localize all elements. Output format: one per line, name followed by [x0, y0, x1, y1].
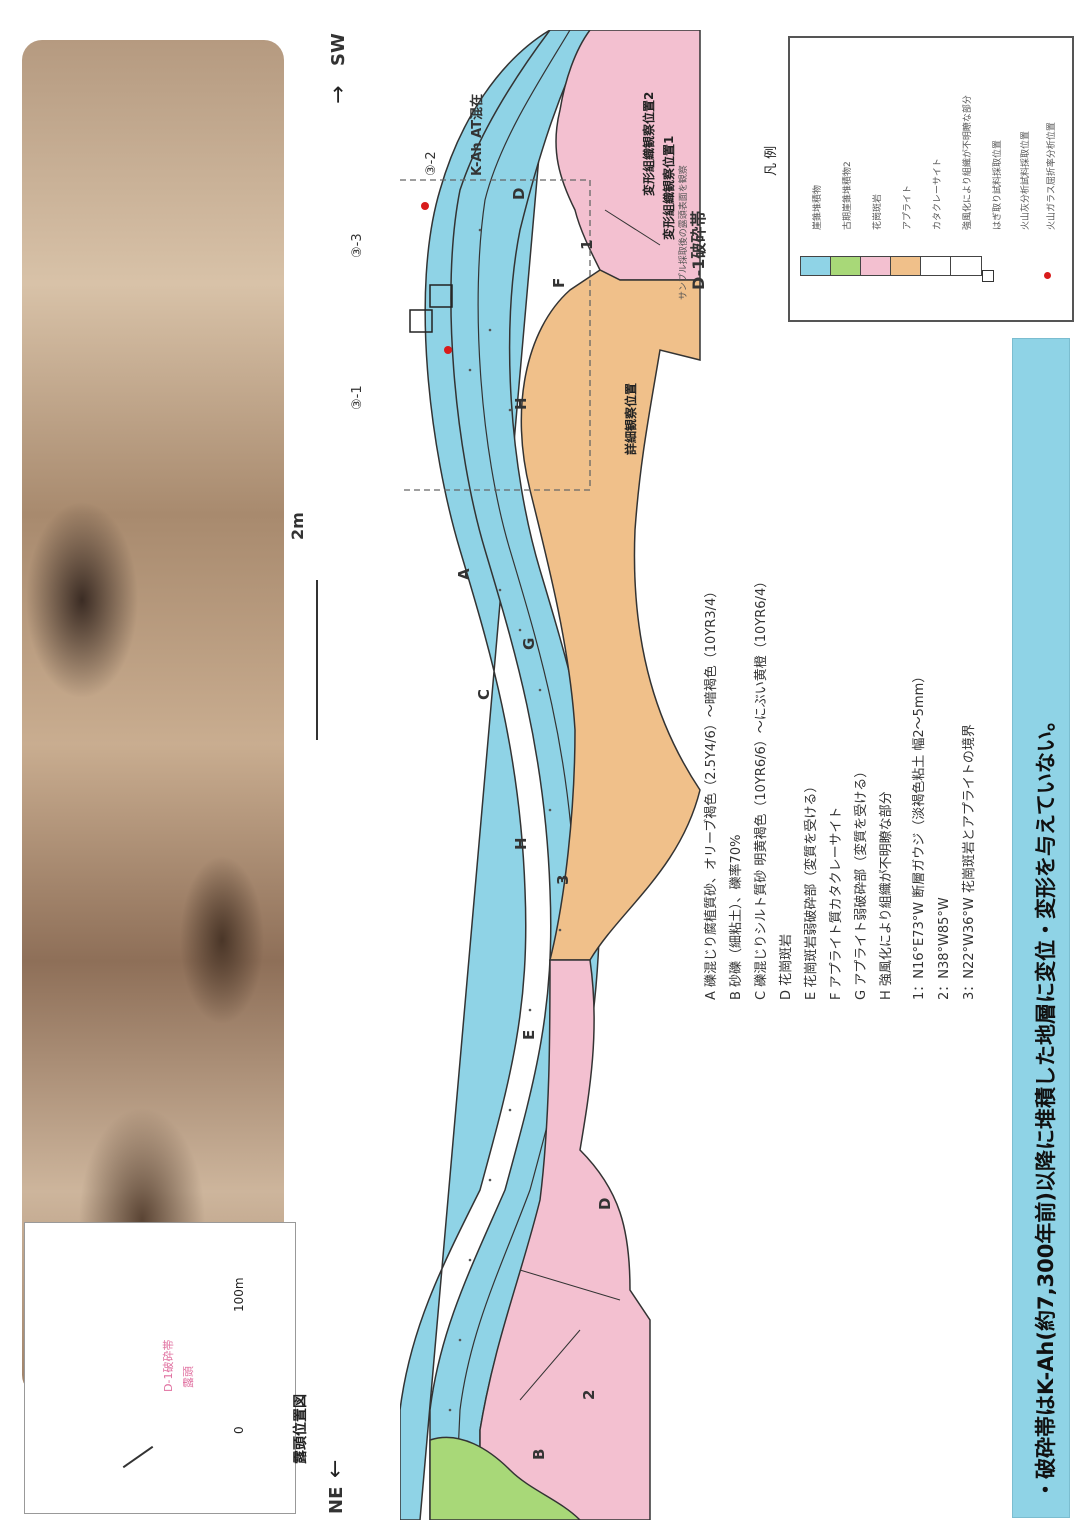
location-scale-end: 100m: [232, 1277, 246, 1312]
direction-ne-label: NE: [326, 1487, 347, 1514]
section-3-2-label: ③-2: [424, 151, 439, 176]
legend-title: 凡 例: [760, 146, 779, 176]
observation-1-note: サンプル採取後の露頭表面を観察: [676, 165, 689, 300]
legend-symbol-1: はぎ取り試料採取位置: [990, 140, 1003, 230]
legend-swatch-weathered: [950, 256, 982, 276]
unit-c-label: C: [475, 689, 493, 700]
sample-point-2: [421, 202, 429, 210]
legend-label-granite: 花崗斑岩: [870, 194, 883, 230]
fault-1-label: 1: [578, 240, 596, 250]
legend-swatch-talus: [800, 256, 832, 276]
legend-symbol-3: 火山ガラス屈折率分析位置: [1044, 122, 1057, 230]
location-map-title: 露頭位置図: [290, 1394, 310, 1464]
unit-h-label-lower: H: [512, 837, 530, 850]
description-b: B 砂礫（細粘土）、礫率70%: [725, 835, 744, 1000]
unit-b-label: B: [530, 1449, 548, 1460]
section-3-3-label: ③-3: [350, 233, 365, 258]
description-fault-1: 1：N16°E73°W 断層ガウジ（淡褐色粘土 幅2～5mm）: [908, 670, 927, 1000]
description-fault-3: 3：N22°W36°W 花崗斑岩とアプライトの境界: [958, 724, 977, 1000]
observation-1-label: 変形組織観察位置1: [660, 136, 677, 240]
legend-swatch-aplite: [890, 256, 922, 276]
description-e: E 花崗斑岩弱破砕部（変質を受ける）: [800, 780, 819, 1000]
unit-a-label: A: [455, 568, 473, 580]
description-d: D 花崗斑岩: [775, 934, 794, 1000]
legend-symbol-2: 火山灰分析試料採取位置: [1018, 131, 1031, 230]
description-a: A 礫混じり腐植質砂、オリーブ褐色（2.5Y4/6）～暗褐色（10YR3/4）: [700, 585, 719, 1000]
legend-label-talus: 崖錐堆積物: [810, 185, 823, 230]
description-f: F アプライト質カタクレーサイト: [825, 807, 844, 1000]
location-scale-zero: 0: [232, 1426, 246, 1434]
legend-swatch-old-talus: [830, 256, 862, 276]
legend-swatch-granite: [860, 256, 892, 276]
detail-observation-label: 詳細観察位置: [622, 383, 639, 455]
unit-e-label: E: [520, 1030, 538, 1040]
legend-label-cataclasite: カタクレーサイト: [930, 158, 943, 230]
legend-label-old-talus: 古期崖錐堆積物2: [840, 161, 853, 230]
unit-d-label-upper: D: [510, 188, 528, 200]
legend-swatch-cataclasite: [920, 256, 952, 276]
legend-label-aplite: アプライト: [900, 185, 913, 230]
fault-2-label: 2: [580, 1390, 598, 1400]
arrow-left-icon: ←: [323, 1460, 348, 1478]
scale-bar: [316, 580, 332, 740]
unit-f-label: F: [550, 278, 568, 288]
conclusion-text: ・破砕帯はK-Ah(約7,300年前)以降に堆積した地層に変位・変形を与えていな…: [1030, 710, 1060, 1500]
location-site-label: D-1破砕帯: [160, 1340, 176, 1392]
description-g: G アプライト弱破砕部（変質を受ける）: [850, 765, 869, 1000]
observation-2-label: 変形組織観察位置2: [640, 92, 657, 196]
unit-h-label-upper: H: [512, 397, 530, 410]
description-h: H 強風化により組織が不明瞭な部分: [875, 791, 894, 1000]
fault-3-label: 3: [554, 875, 572, 885]
legend-label-weathered: 強風化により組織が不明瞭な部分: [960, 95, 973, 230]
description-fault-2: 2：N38°W85°W: [933, 897, 952, 1000]
arrow-right-icon: →: [326, 86, 351, 104]
section-3-1-label: ③-1: [350, 385, 365, 410]
scale-bar-label: 2m: [288, 512, 307, 540]
legend-square-icon: [982, 270, 994, 282]
sample-point-1: [444, 346, 452, 354]
kah-at-label: K-Ah AT混在: [466, 94, 485, 176]
legend-red-dot-icon: [1044, 272, 1051, 279]
description-c: C 礫混じりシルト質砂 明黄褐色（10YR6/6）～にぶい黄橙（10YR6/4）: [750, 575, 769, 1000]
unit-d-label-lower: D: [596, 1198, 614, 1210]
outcrop-photo: [22, 40, 284, 1395]
unit-g-label: G: [520, 638, 538, 650]
location-site-label-2: 露頭: [180, 1366, 196, 1388]
direction-sw-label: SW: [328, 33, 349, 66]
